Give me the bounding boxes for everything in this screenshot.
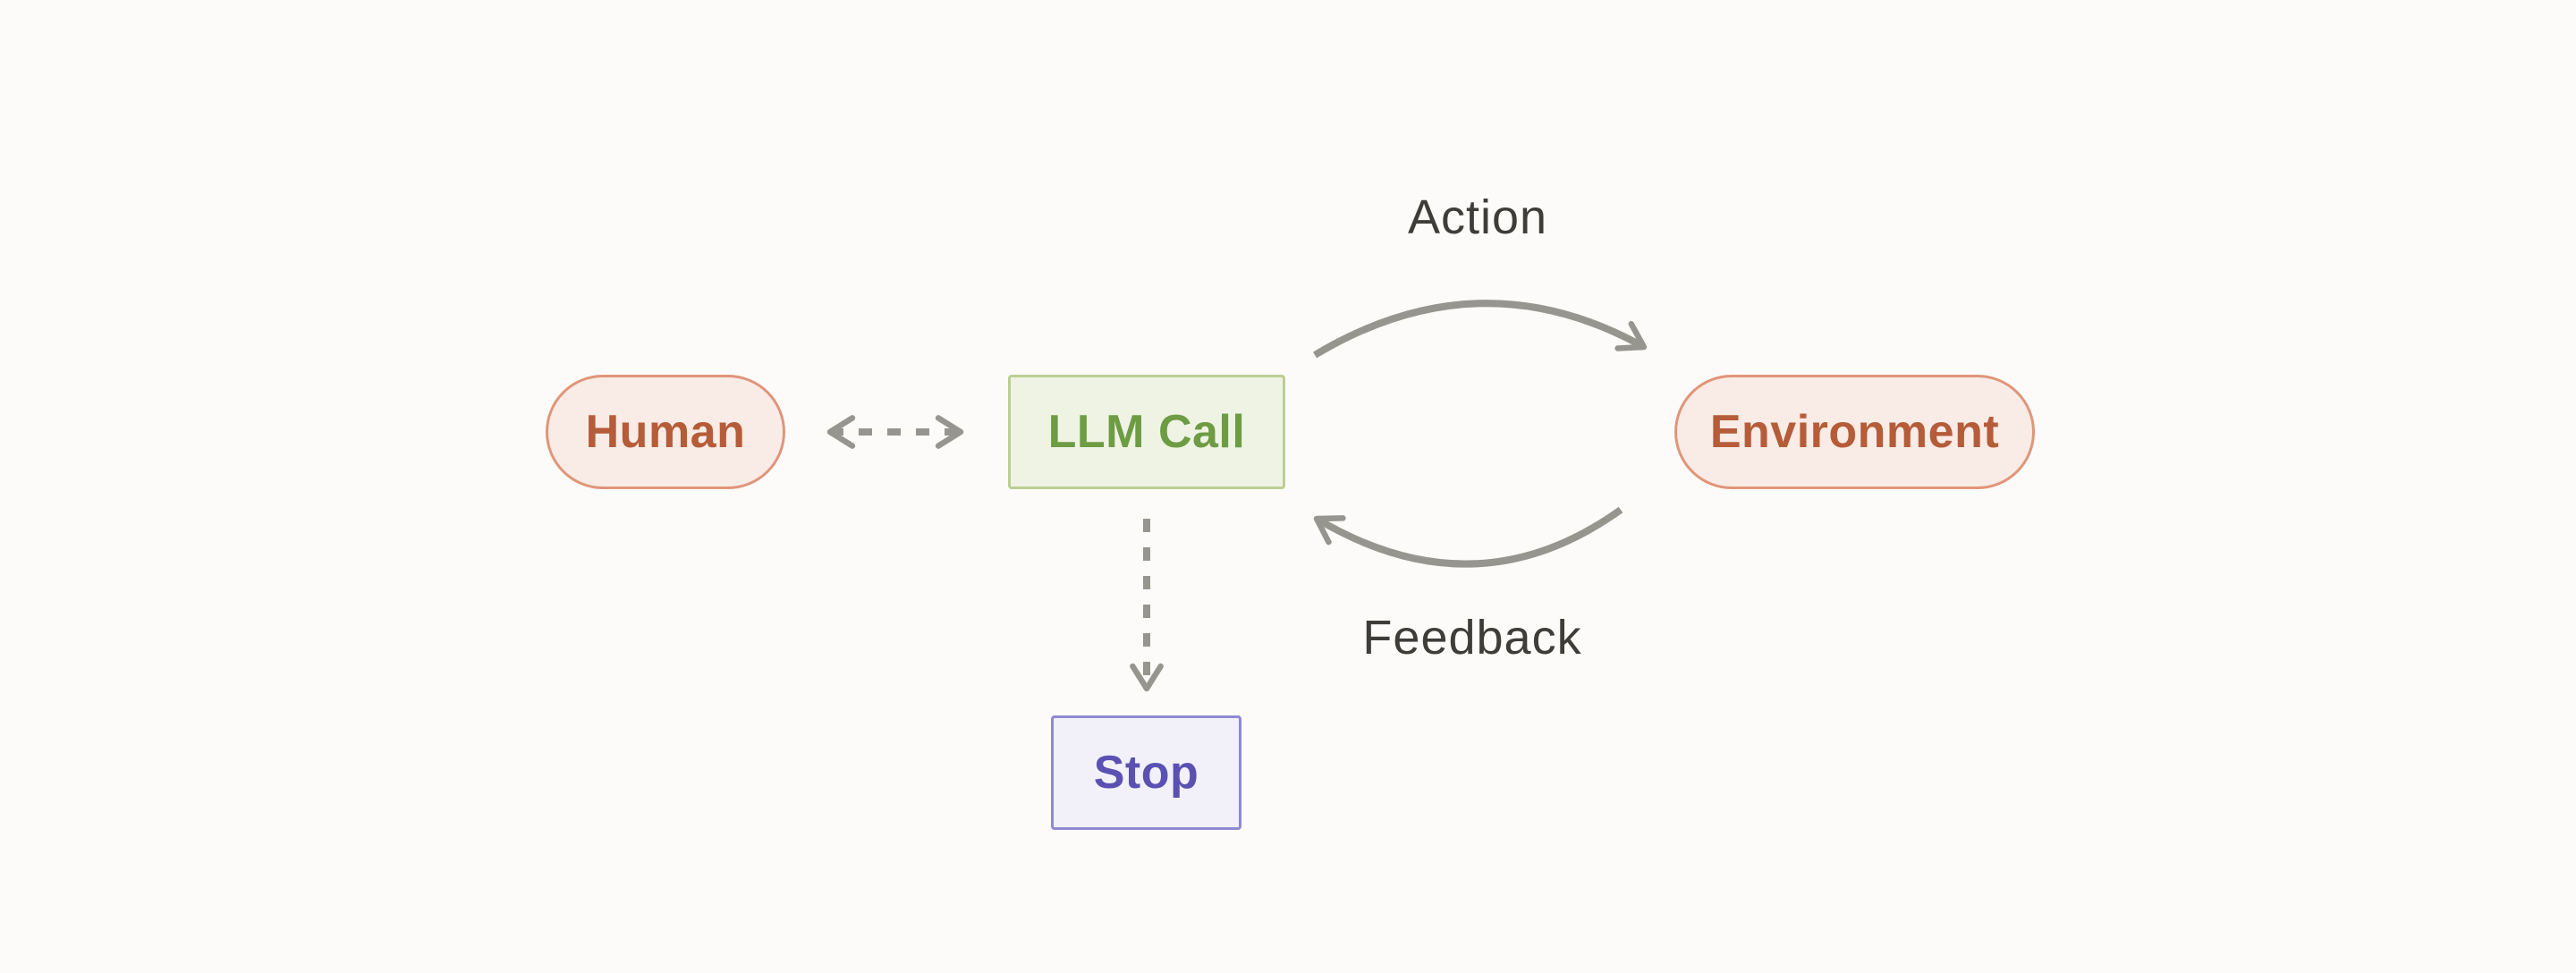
node-environment: Environment: [1674, 375, 2035, 489]
node-llm-call: LLM Call: [1008, 375, 1285, 489]
action-edge-label: Action: [1407, 190, 1548, 244]
feedback-edge-label: Feedback: [1362, 611, 1582, 664]
action-arrow: [1312, 300, 1648, 359]
feedback-arrow: [1313, 506, 1623, 568]
node-stop: Stop: [1051, 715, 1241, 830]
node-human: Human: [546, 375, 785, 489]
